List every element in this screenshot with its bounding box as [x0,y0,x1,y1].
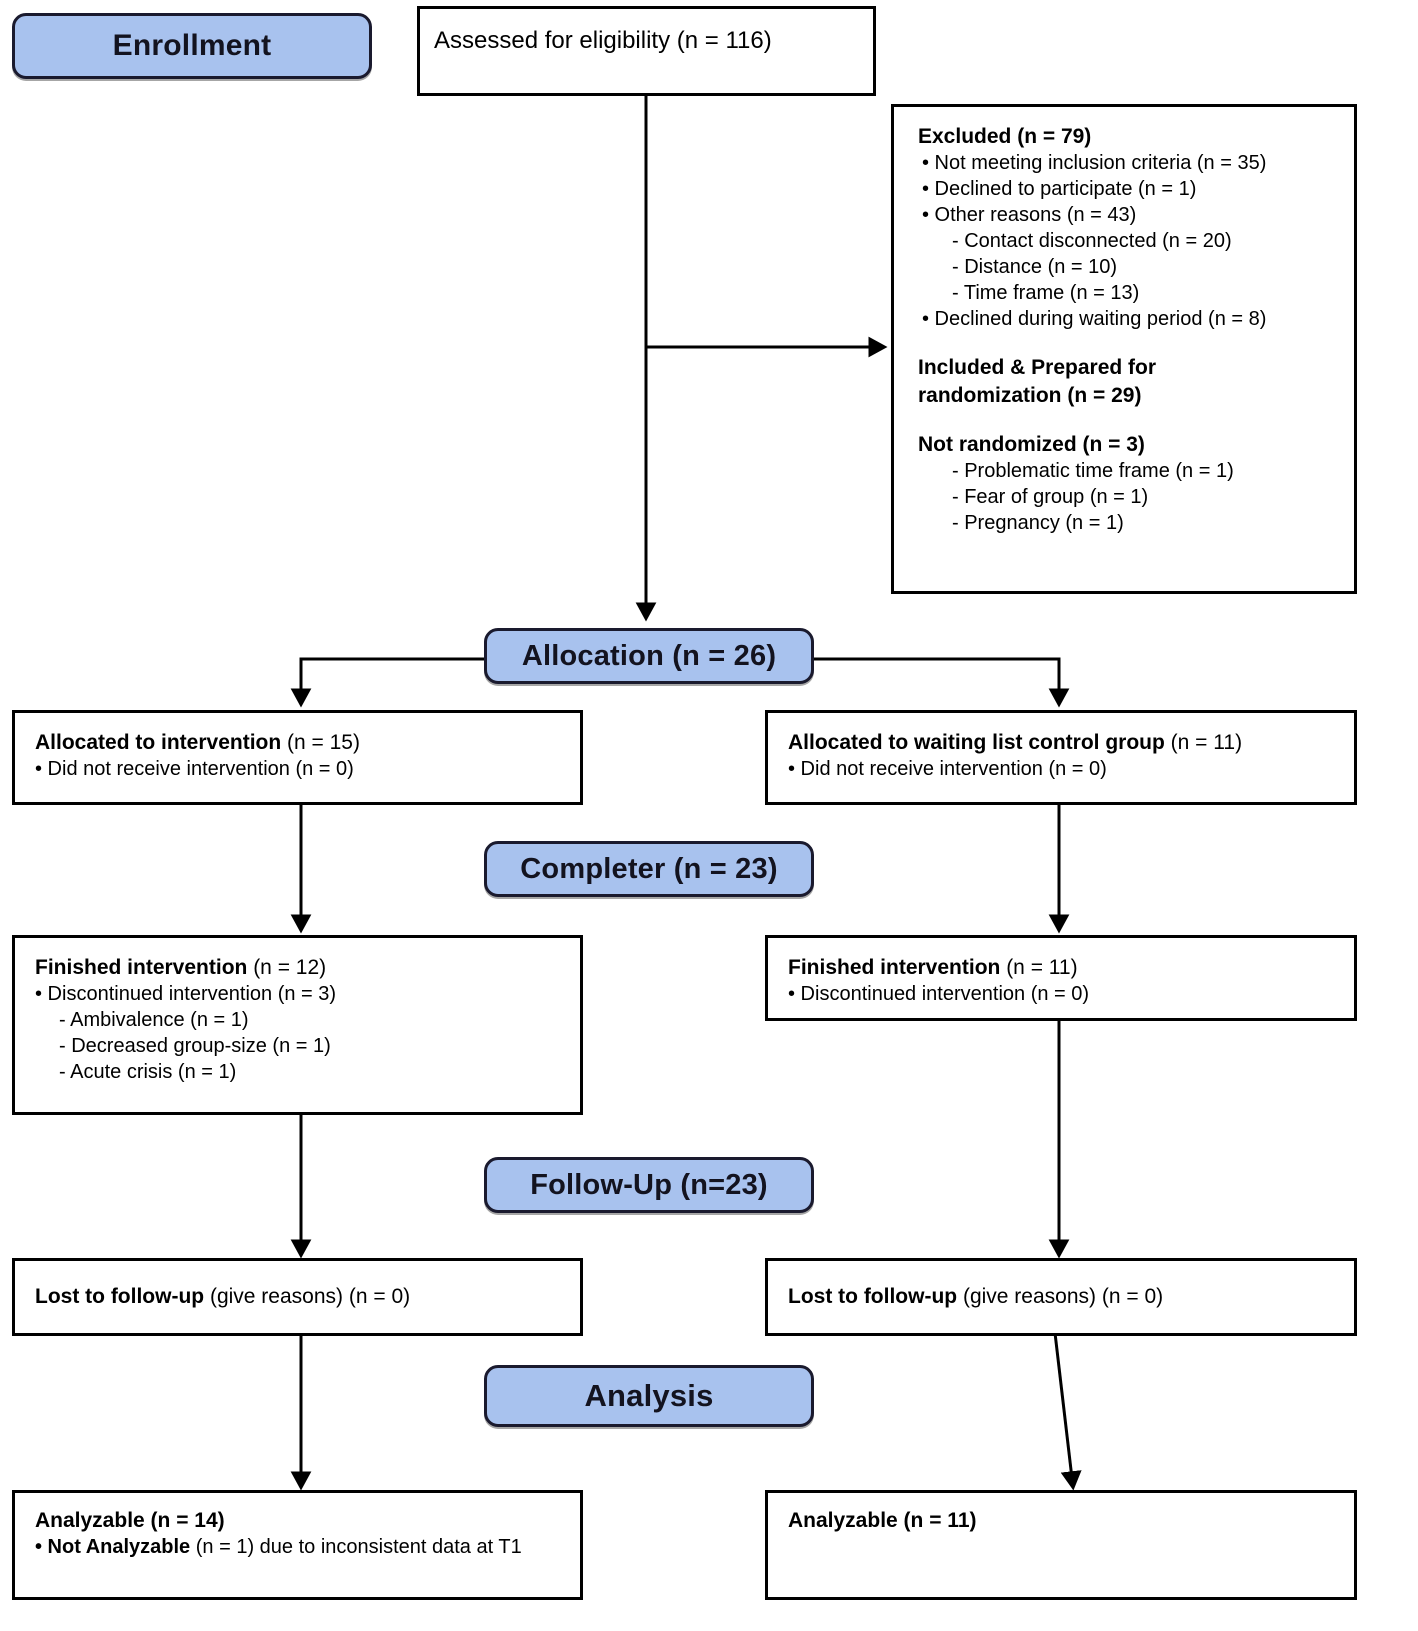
excluded-subreason-3: - Time frame (n = 13) [952,282,1140,305]
allocated-left-heading-row: Allocated to intervention (n = 15) [35,729,570,756]
allocated-right-heading: Allocated to waiting list control group [788,731,1165,754]
allocated-right-bullet-1: • Did not receive intervention (n = 0) [788,758,1107,781]
not-randomized-reason-2: - Fear of group (n = 1) [952,486,1149,509]
box-assessed-for-eligibility: Assessed for eligibility (n = 116) [417,6,876,96]
stage-banner-allocation: Allocation (n = 26) [484,628,814,684]
stage-banner-completer-label: Completer (n = 23) [520,852,778,885]
finished-left-reason-1: - Ambivalence (n = 1) [59,1009,249,1032]
finished-left-heading-n: (n = 12) [247,956,327,979]
spacer-1 [918,332,1344,354]
allocated-left-heading: Allocated to intervention [35,731,282,754]
not-randomized-reason-1: - Problematic time frame (n = 1) [952,460,1234,483]
excluded-bullet-1: • Not meeting inclusion criteria (n = 35… [922,152,1267,175]
assessed-eligibility-text: Assessed for eligibility (n = 116) [434,27,772,54]
stage-banner-allocation-label: Allocation (n = 26) [521,639,777,672]
lost-right-row: Lost to follow-up (give reasons) (n = 0) [788,1283,1344,1310]
excluded-heading: Excluded (n = 79) [918,125,1092,148]
finished-right-heading-row: Finished intervention (n = 11) [788,954,1344,981]
finished-right-heading: Finished intervention [788,956,1001,979]
lost-left-rest: (give reasons) (n = 0) [204,1285,411,1308]
stage-banner-analysis: Analysis [484,1365,814,1427]
analyzable-left-bullet-rest: (n = 1) due to inconsistent data at T1 [190,1536,522,1559]
allocated-right-heading-row: Allocated to waiting list control group … [788,729,1344,756]
stage-banner-followup-label: Follow-Up (n=23) [530,1168,768,1201]
lost-right-heading: Lost to follow-up [788,1285,958,1308]
excluded-bullet-4: • Declined during waiting period (n = 8) [922,308,1267,331]
stage-banner-completer: Completer (n = 23) [484,841,814,897]
spacer-2 [918,409,1344,431]
stage-banner-enrollment-label: Enrollment [112,29,272,62]
analyzable-right-heading: Analyzable (n = 11) [788,1509,977,1532]
box-lost-to-followup-right: Lost to follow-up (give reasons) (n = 0) [765,1258,1357,1336]
stage-banner-analysis-label: Analysis [584,1378,714,1413]
excluded-subreason-1: - Contact disconnected (n = 20) [952,230,1232,253]
finished-left-bullet-1: • Discontinued intervention (n = 3) [35,983,337,1006]
analyzable-left-heading: Analyzable (n = 14) [35,1509,225,1532]
box-allocated-to-waiting-list: Allocated to waiting list control group … [765,710,1357,805]
analyzable-left-bullet-row: • Not Analyzable (n = 1) due to inconsis… [35,1536,522,1558]
lost-right-rest: (give reasons) (n = 0) [957,1285,1164,1308]
lost-left-row: Lost to follow-up (give reasons) (n = 0) [35,1283,570,1310]
box-analyzable-left: Analyzable (n = 14) • Not Analyzable (n … [12,1490,583,1600]
box-excluded: Excluded (n = 79) • Not meeting inclusio… [891,104,1357,594]
finished-left-heading-row: Finished intervention (n = 12) [35,954,570,981]
lost-left-heading: Lost to follow-up [35,1285,205,1308]
excluded-bullet-3: • Other reasons (n = 43) [922,204,1137,227]
not-randomized-reason-3: - Pregnancy (n = 1) [952,512,1124,535]
box-finished-intervention-left: Finished intervention (n = 12) • Discont… [12,935,583,1115]
finished-right-bullet-1: • Discontinued intervention (n = 0) [788,983,1090,1006]
finished-left-reason-3: - Acute crisis (n = 1) [59,1061,237,1084]
excluded-bullet-2: • Declined to participate (n = 1) [922,178,1197,201]
analyzable-left-bullet-bold: • Not Analyzable [35,1536,191,1559]
box-allocated-to-intervention: Allocated to intervention (n = 15) • Did… [12,710,583,805]
box-analyzable-right: Analyzable (n = 11) [765,1490,1357,1600]
box-lost-to-followup-left: Lost to follow-up (give reasons) (n = 0) [12,1258,583,1336]
allocated-left-heading-n: (n = 15) [281,731,360,754]
box-finished-intervention-right: Finished intervention (n = 11) • Discont… [765,935,1357,1021]
not-randomized-heading: Not randomized (n = 3) [918,432,1145,456]
allocated-right-heading-n: (n = 11) [1164,731,1243,754]
excluded-subreason-2: - Distance (n = 10) [952,256,1118,279]
finished-left-reason-2: - Decreased group-size (n = 1) [59,1035,331,1058]
allocated-left-bullet-1: • Did not receive intervention (n = 0) [35,758,354,781]
finished-right-heading-n: (n = 11) [1000,956,1078,979]
finished-left-heading: Finished intervention [35,956,248,979]
included-prepared-heading-line2: randomization (n = 29) [918,383,1142,407]
stage-banner-followup: Follow-Up (n=23) [484,1157,814,1213]
included-prepared-heading-line1: Included & Prepared for [918,356,1157,380]
stage-banner-enrollment: Enrollment [12,13,372,79]
